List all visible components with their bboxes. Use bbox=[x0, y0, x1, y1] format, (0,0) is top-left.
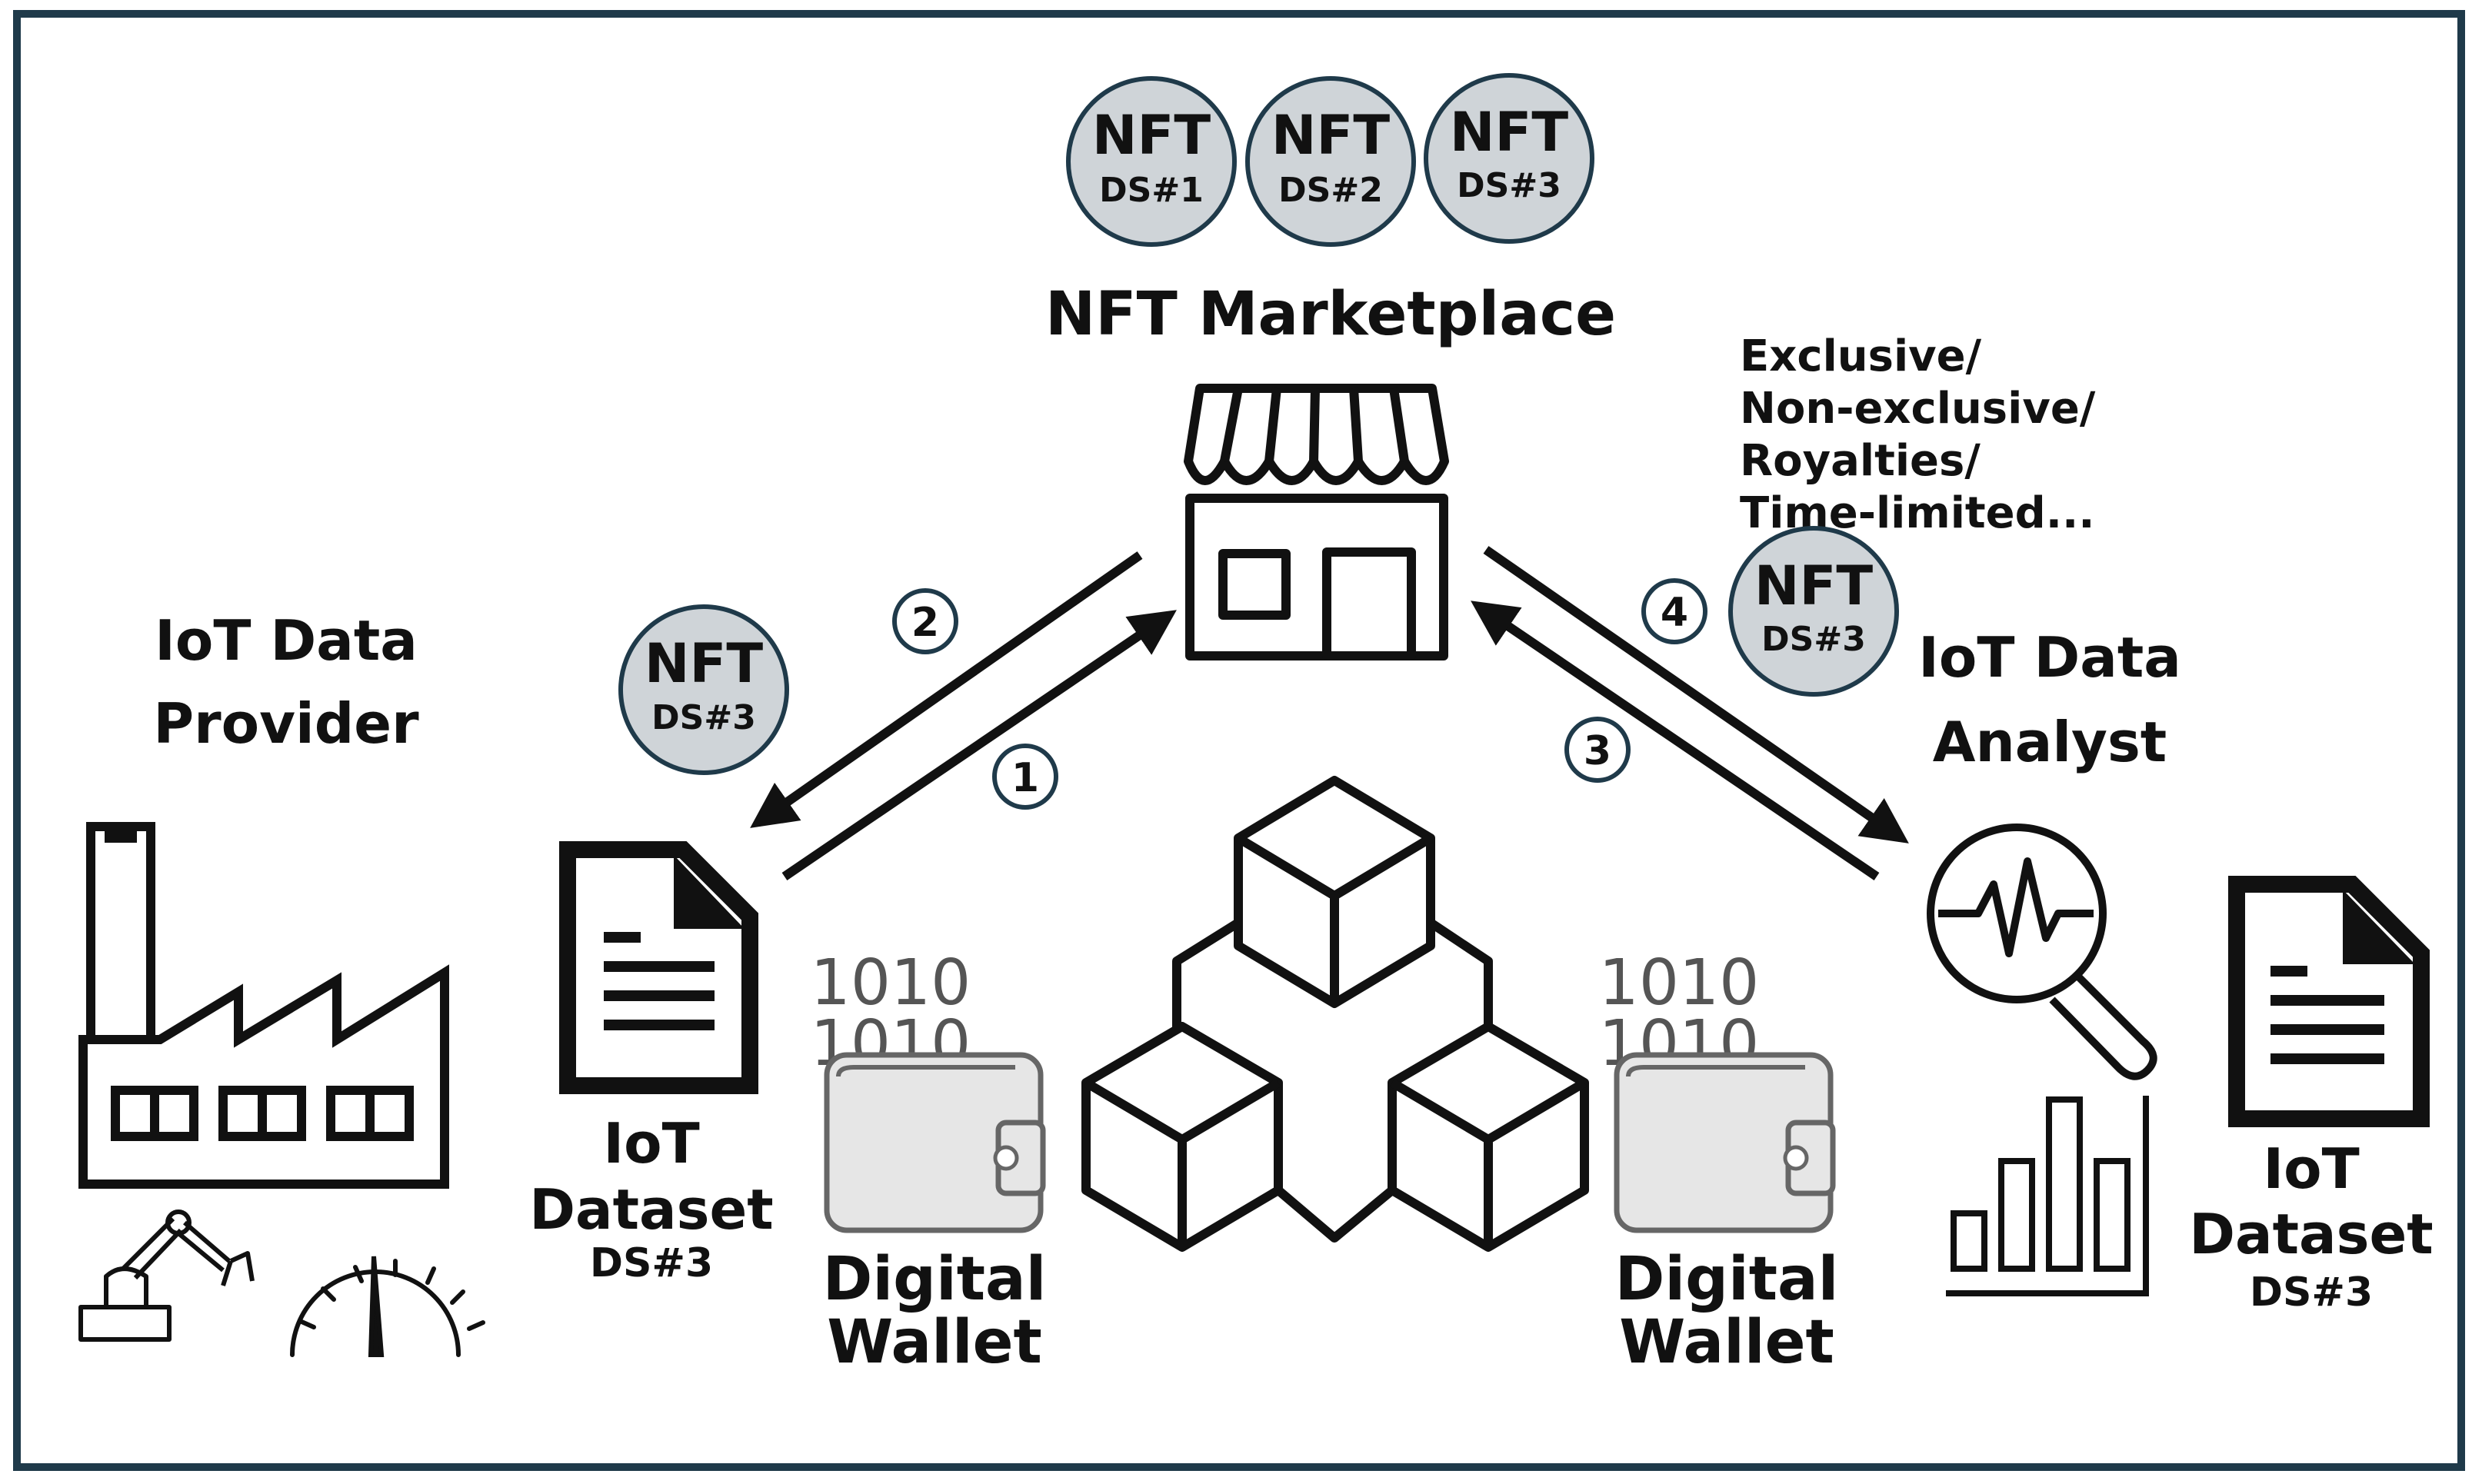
token-title: NFT bbox=[645, 632, 763, 695]
arrow-marketplace-to-analyst bbox=[1483, 546, 1909, 843]
token-dataset-id: DS#3 bbox=[1457, 166, 1561, 205]
analyst-wallet-label-line2: Wallet bbox=[1619, 1308, 1834, 1377]
token-title: NFT bbox=[1754, 554, 1873, 617]
license-option: Royalties/ bbox=[1740, 436, 1981, 486]
provider-dataset-line2: Dataset bbox=[529, 1177, 773, 1242]
provider-dataset-line1: IoT bbox=[603, 1111, 699, 1176]
storefront-icon bbox=[1184, 384, 1449, 660]
token-dataset-id: DS#3 bbox=[1761, 620, 1866, 659]
step-number: 4 bbox=[1661, 590, 1688, 636]
license-option: Exclusive/ bbox=[1740, 331, 1982, 381]
analyst-label-line1: IoT Data bbox=[1918, 625, 2181, 690]
provider-wallet-label-line2: Wallet bbox=[827, 1308, 1042, 1377]
wallet-bits-top: 1010 bbox=[1599, 947, 1760, 1020]
analyst-dataset-id: DS#3 bbox=[2250, 1269, 2373, 1316]
provider-token: NFT DS#3 bbox=[618, 604, 789, 775]
analyst-wallet-icon: 1010 1010 bbox=[1599, 947, 1836, 1233]
token-title: NFT bbox=[1450, 101, 1568, 164]
provider-dataset-id: DS#3 bbox=[590, 1240, 713, 1286]
step-marker-2: 2 bbox=[892, 588, 958, 654]
magnifier-waveform-icon bbox=[1927, 824, 2157, 1080]
analyst-dataset-line2: Dataset bbox=[2189, 1202, 2433, 1266]
license-option: Non-exclusive/ bbox=[1740, 384, 2096, 434]
step-marker-3: 3 bbox=[1564, 717, 1631, 783]
arrow-analyst-to-marketplace bbox=[1471, 601, 1880, 880]
step-marker-1: 1 bbox=[992, 744, 1058, 810]
provider-label-line2: Provider bbox=[153, 691, 419, 756]
marketplace-label: NFT Marketplace bbox=[1045, 280, 1616, 349]
marketplace-token-3: NFT DS#3 bbox=[1424, 73, 1594, 244]
token-title: NFT bbox=[1092, 104, 1211, 167]
marketplace-token-2: NFT DS#2 bbox=[1245, 76, 1416, 247]
step-marker-4: 4 bbox=[1641, 578, 1707, 644]
provider-label-line1: IoT Data bbox=[155, 608, 418, 673]
analyst-wallet-label-line1: Digital bbox=[1615, 1245, 1839, 1314]
bar-chart-icon bbox=[1946, 1096, 2149, 1296]
gauge-icon bbox=[290, 1256, 485, 1357]
provider-wallet-icon: 1010 1010 bbox=[811, 947, 1046, 1233]
robot-arm-icon bbox=[78, 1209, 255, 1342]
blockchain-cubes-icon bbox=[1081, 776, 1589, 1252]
token-dataset-id: DS#1 bbox=[1099, 171, 1204, 210]
license-options: Exclusive/ Non-exclusive/ Royalties/ Tim… bbox=[1740, 331, 2096, 538]
analyst-label-line2: Analyst bbox=[1933, 710, 2167, 774]
step-number: 2 bbox=[911, 600, 939, 646]
step-number: 1 bbox=[1011, 755, 1039, 801]
provider-document-icon bbox=[559, 841, 758, 1094]
token-dataset-id: DS#3 bbox=[651, 698, 756, 737]
provider-wallet-label-line1: Digital bbox=[823, 1245, 1047, 1314]
analyst-document-icon bbox=[2228, 876, 2430, 1127]
marketplace-token-1: NFT DS#1 bbox=[1066, 76, 1237, 247]
analyst-dataset-line1: IoT bbox=[2263, 1136, 2359, 1201]
token-title: NFT bbox=[1271, 104, 1390, 167]
arrow-marketplace-to-provider bbox=[750, 551, 1143, 828]
analyst-token: NFT DS#3 bbox=[1728, 526, 1899, 697]
step-number: 3 bbox=[1584, 728, 1611, 774]
diagram-frame bbox=[13, 10, 2465, 1471]
wallet-bits-top: 1010 bbox=[811, 947, 971, 1020]
factory-icon bbox=[78, 822, 449, 1189]
arrow-provider-to-marketplace bbox=[781, 610, 1177, 880]
token-dataset-id: DS#2 bbox=[1278, 171, 1383, 210]
